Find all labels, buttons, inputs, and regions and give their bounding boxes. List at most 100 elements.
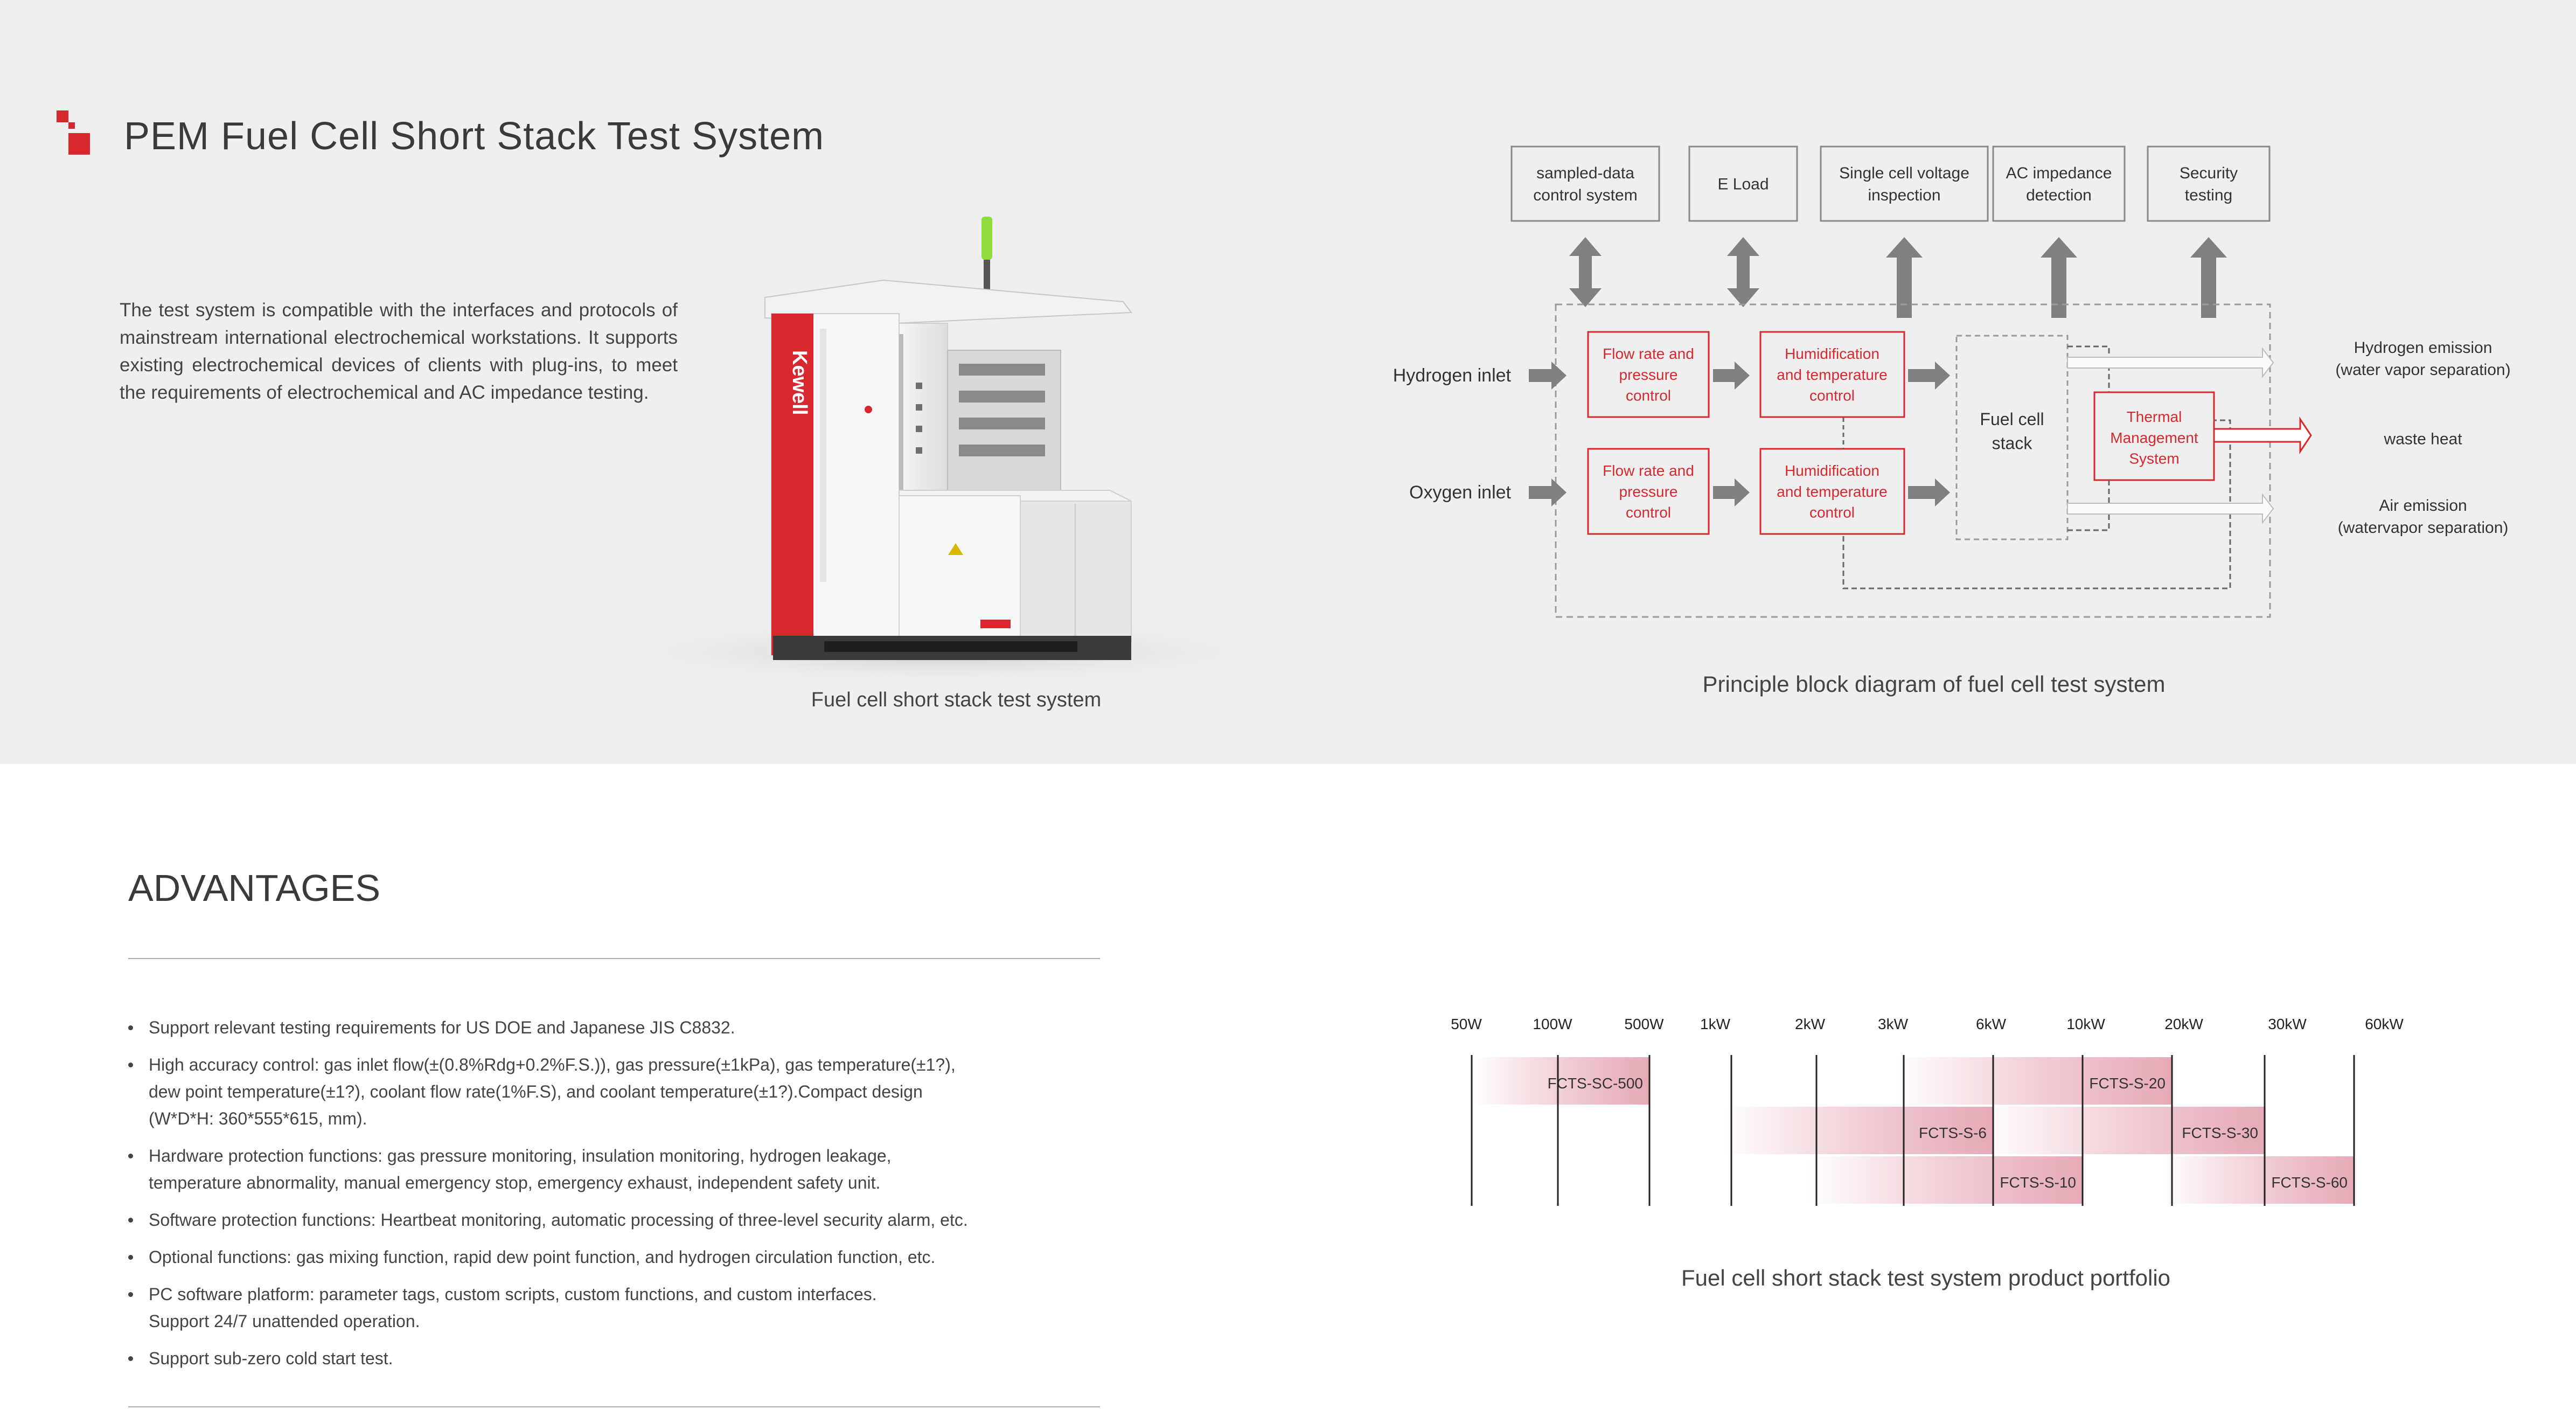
model-label-1: FCTS-S-20	[2089, 1075, 2166, 1092]
advantage-item: High accuracy control: gas inlet flow(±(…	[128, 1051, 1130, 1132]
model-label-3: FCTS-S-30	[2182, 1125, 2258, 1141]
model-label-4: FCTS-S-10	[2000, 1174, 2076, 1191]
advantage-item-line: Support 24/7 unattended operation.	[149, 1311, 420, 1331]
advantage-item-line: High accuracy control: gas inlet flow(±(…	[149, 1055, 956, 1074]
model-band-4	[1806, 1156, 2083, 1204]
model-label-0: FCTS-SC-500	[1548, 1075, 1643, 1092]
top-box-4	[2147, 145, 2271, 222]
advantage-item-line: Support sub-zero cold start test.	[149, 1349, 393, 1368]
model-label-5: FCTS-S-60	[2271, 1174, 2348, 1191]
model-band-5	[2161, 1156, 2354, 1204]
output-label-2: Air emission(watervapor separation)	[2338, 497, 2509, 537]
flow-control-box-1	[1587, 448, 1710, 535]
advantage-item: Support relevant testing requirements fo…	[128, 1014, 1130, 1041]
scale-label-4: 2kW	[1795, 1016, 1826, 1032]
system-boundary	[1555, 303, 2271, 618]
inlet-arrow-icon-1	[1529, 478, 1567, 506]
advantage-item: PC software platform: parameter tags, cu…	[128, 1281, 1130, 1335]
coolant-loop-upper	[2067, 345, 2110, 392]
advantage-item-line: temperature abnormality, manual emergenc…	[149, 1173, 881, 1192]
scale-label-6: 6kW	[1976, 1016, 2007, 1032]
scale-label-2: 500W	[1624, 1016, 1664, 1032]
double-arrow-icon-1	[1727, 237, 1759, 307]
scale-label-7: 10kW	[2066, 1016, 2105, 1032]
inlet-arrow-icon-0	[1529, 362, 1567, 390]
scale-label-0: 50W	[1451, 1016, 1482, 1032]
model-band-0	[1472, 1057, 1649, 1105]
product-image: Kewell	[593, 217, 1293, 685]
advantage-item: Support sub-zero cold start test.	[128, 1345, 1130, 1372]
brand-logo-icon	[57, 110, 94, 155]
model-label-2: FCTS-S-6	[1919, 1125, 1987, 1141]
inlet-label-0: Hydrogen inlet	[1393, 365, 1512, 386]
double-arrow-icon-0	[1569, 237, 1602, 307]
top-box-0	[1510, 145, 1660, 222]
emission-arrow-icon-2	[2067, 493, 2274, 524]
page-title: PEM Fuel Cell Short Stack Test System	[124, 115, 825, 158]
humidification-box-1	[1759, 448, 1905, 535]
flow-to-humid-arrow-icon-0	[1713, 362, 1750, 390]
output-label-1: waste heat	[2383, 431, 2462, 448]
humid-to-stack-arrow-icon-0	[1908, 362, 1950, 390]
scale-label-8: 20kW	[2164, 1016, 2203, 1032]
humidification-box-0	[1759, 331, 1905, 418]
diagram-caption: Principle block diagram of fuel cell tes…	[1702, 671, 2166, 697]
up-arrow-icon-4	[2190, 237, 2227, 318]
advantages-list: Support relevant testing requirements fo…	[128, 1014, 1130, 1382]
advantage-item: Hardware protection functions: gas press…	[128, 1142, 1130, 1196]
humid-to-stack-arrow-icon-1	[1908, 478, 1950, 506]
advantage-item-line: Hardware protection functions: gas press…	[149, 1146, 892, 1165]
up-arrow-icon-3	[2041, 237, 2077, 318]
advantage-item-line: Support relevant testing requirements fo…	[149, 1018, 735, 1037]
up-arrow-icon-2	[1886, 237, 1923, 318]
model-band-2	[1721, 1107, 1993, 1154]
scale-label-3: 1kW	[1700, 1016, 1731, 1032]
advantage-item-line: Software protection functions: Heartbeat…	[149, 1210, 968, 1230]
advantage-item-line: dew point temperature(±1?), coolant flow…	[149, 1082, 923, 1101]
svg-text:Kewell: Kewell	[788, 350, 811, 415]
inlet-label-1: Oxygen inlet	[1409, 482, 1512, 503]
intro-section	[0, 0, 2576, 764]
advantages-title: ADVANTAGES	[128, 867, 381, 909]
advantage-item: Software protection functions: Heartbeat…	[128, 1206, 1130, 1233]
coolant-loop-lower	[2067, 480, 2110, 531]
top-box-1	[1688, 145, 1798, 222]
output-label-0: Hydrogen emission(water vapor separation…	[2335, 339, 2510, 379]
portfolio-caption: Fuel cell short stack test system produc…	[1681, 1265, 2171, 1290]
advantage-item-line: Optional functions: gas mixing function,…	[149, 1247, 936, 1267]
advantages-bottom-divider	[128, 1406, 1100, 1407]
intro-paragraph: The test system is compatible with the i…	[120, 300, 678, 403]
top-box-3	[1992, 145, 2126, 222]
scale-label-10: 60kW	[2365, 1016, 2404, 1032]
top-box-label-1: E Load	[1717, 176, 1769, 193]
scale-label-1: 100W	[1533, 1016, 1572, 1032]
advantages-top-divider	[128, 958, 1100, 959]
flow-control-box-0	[1587, 331, 1710, 418]
advantage-item-line: (W*D*H: 360*555*615, mm).	[149, 1109, 367, 1128]
model-band-3	[1982, 1107, 2265, 1154]
waste-heat-arrow-icon	[2213, 417, 2312, 454]
status-light-icon	[981, 217, 992, 260]
scale-label-5: 3kW	[1878, 1016, 1909, 1032]
top-box-2	[1820, 145, 1989, 222]
emission-arrow-icon-0	[2067, 347, 2274, 378]
model-band-1	[1893, 1057, 2172, 1105]
advantage-item-line: PC software platform: parameter tags, cu…	[149, 1285, 877, 1304]
product-caption: Fuel cell short stack test system	[811, 689, 1102, 711]
scale-label-9: 30kW	[2268, 1016, 2307, 1032]
advantage-item: Optional functions: gas mixing function,…	[128, 1244, 1130, 1271]
fuel-cell-stack-box	[1955, 335, 2069, 540]
coolant-return-loop	[1842, 419, 2231, 589]
flow-to-humid-arrow-icon-1	[1713, 478, 1750, 506]
